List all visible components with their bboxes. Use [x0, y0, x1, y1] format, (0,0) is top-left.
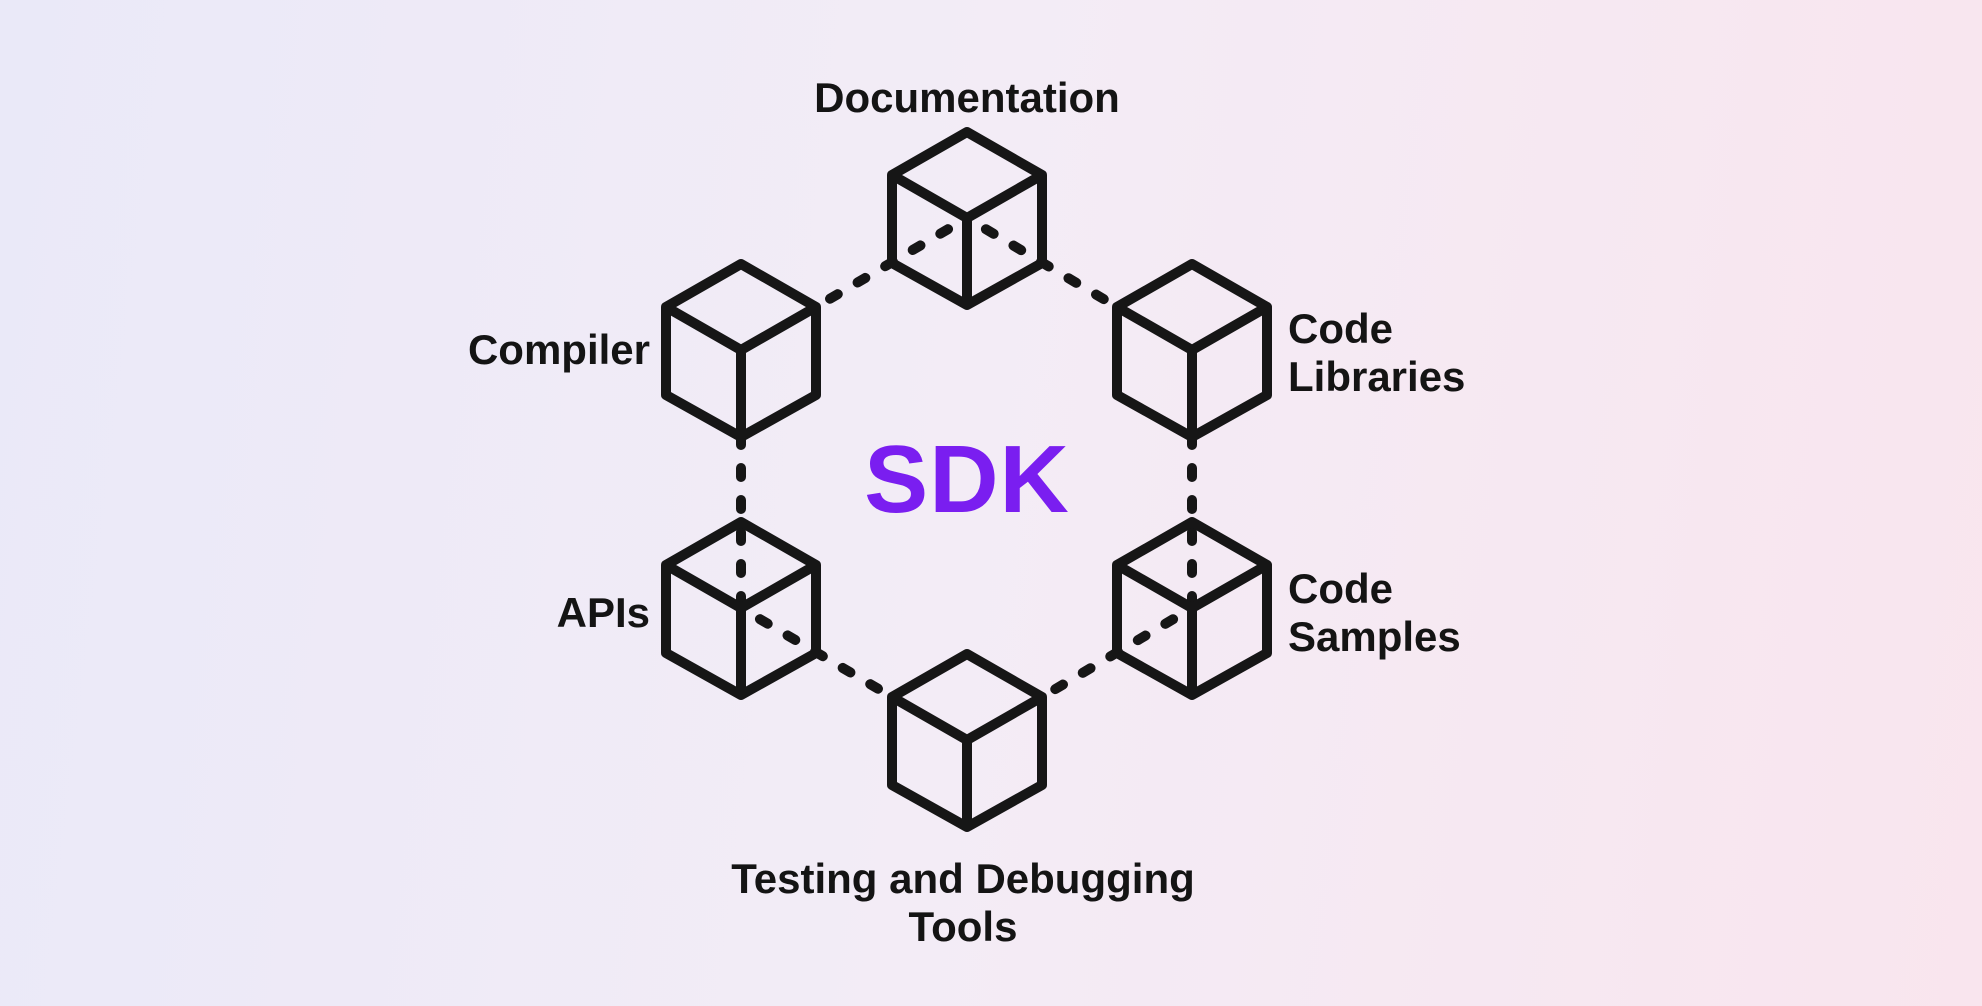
node-label-apis: APIs — [556, 589, 650, 636]
cube-icon-compiler — [666, 264, 816, 437]
cube-icon-apis — [666, 522, 816, 695]
cube-icon-testing-tools — [892, 654, 1042, 827]
node-label-documentation: Documentation — [814, 74, 1120, 121]
cube-icon-documentation — [892, 132, 1042, 305]
cube-icon-code-samples — [1117, 522, 1267, 695]
cube-icon-code-libraries — [1117, 264, 1267, 437]
node-label-code-libraries: Code Libraries — [1288, 305, 1466, 400]
node-label-code-samples: Code Samples — [1288, 565, 1461, 660]
diagram-title: SDK — [864, 426, 1070, 533]
node-label-testing-tools: Testing and Debugging Tools — [731, 855, 1195, 950]
node-label-compiler: Compiler — [467, 326, 650, 373]
